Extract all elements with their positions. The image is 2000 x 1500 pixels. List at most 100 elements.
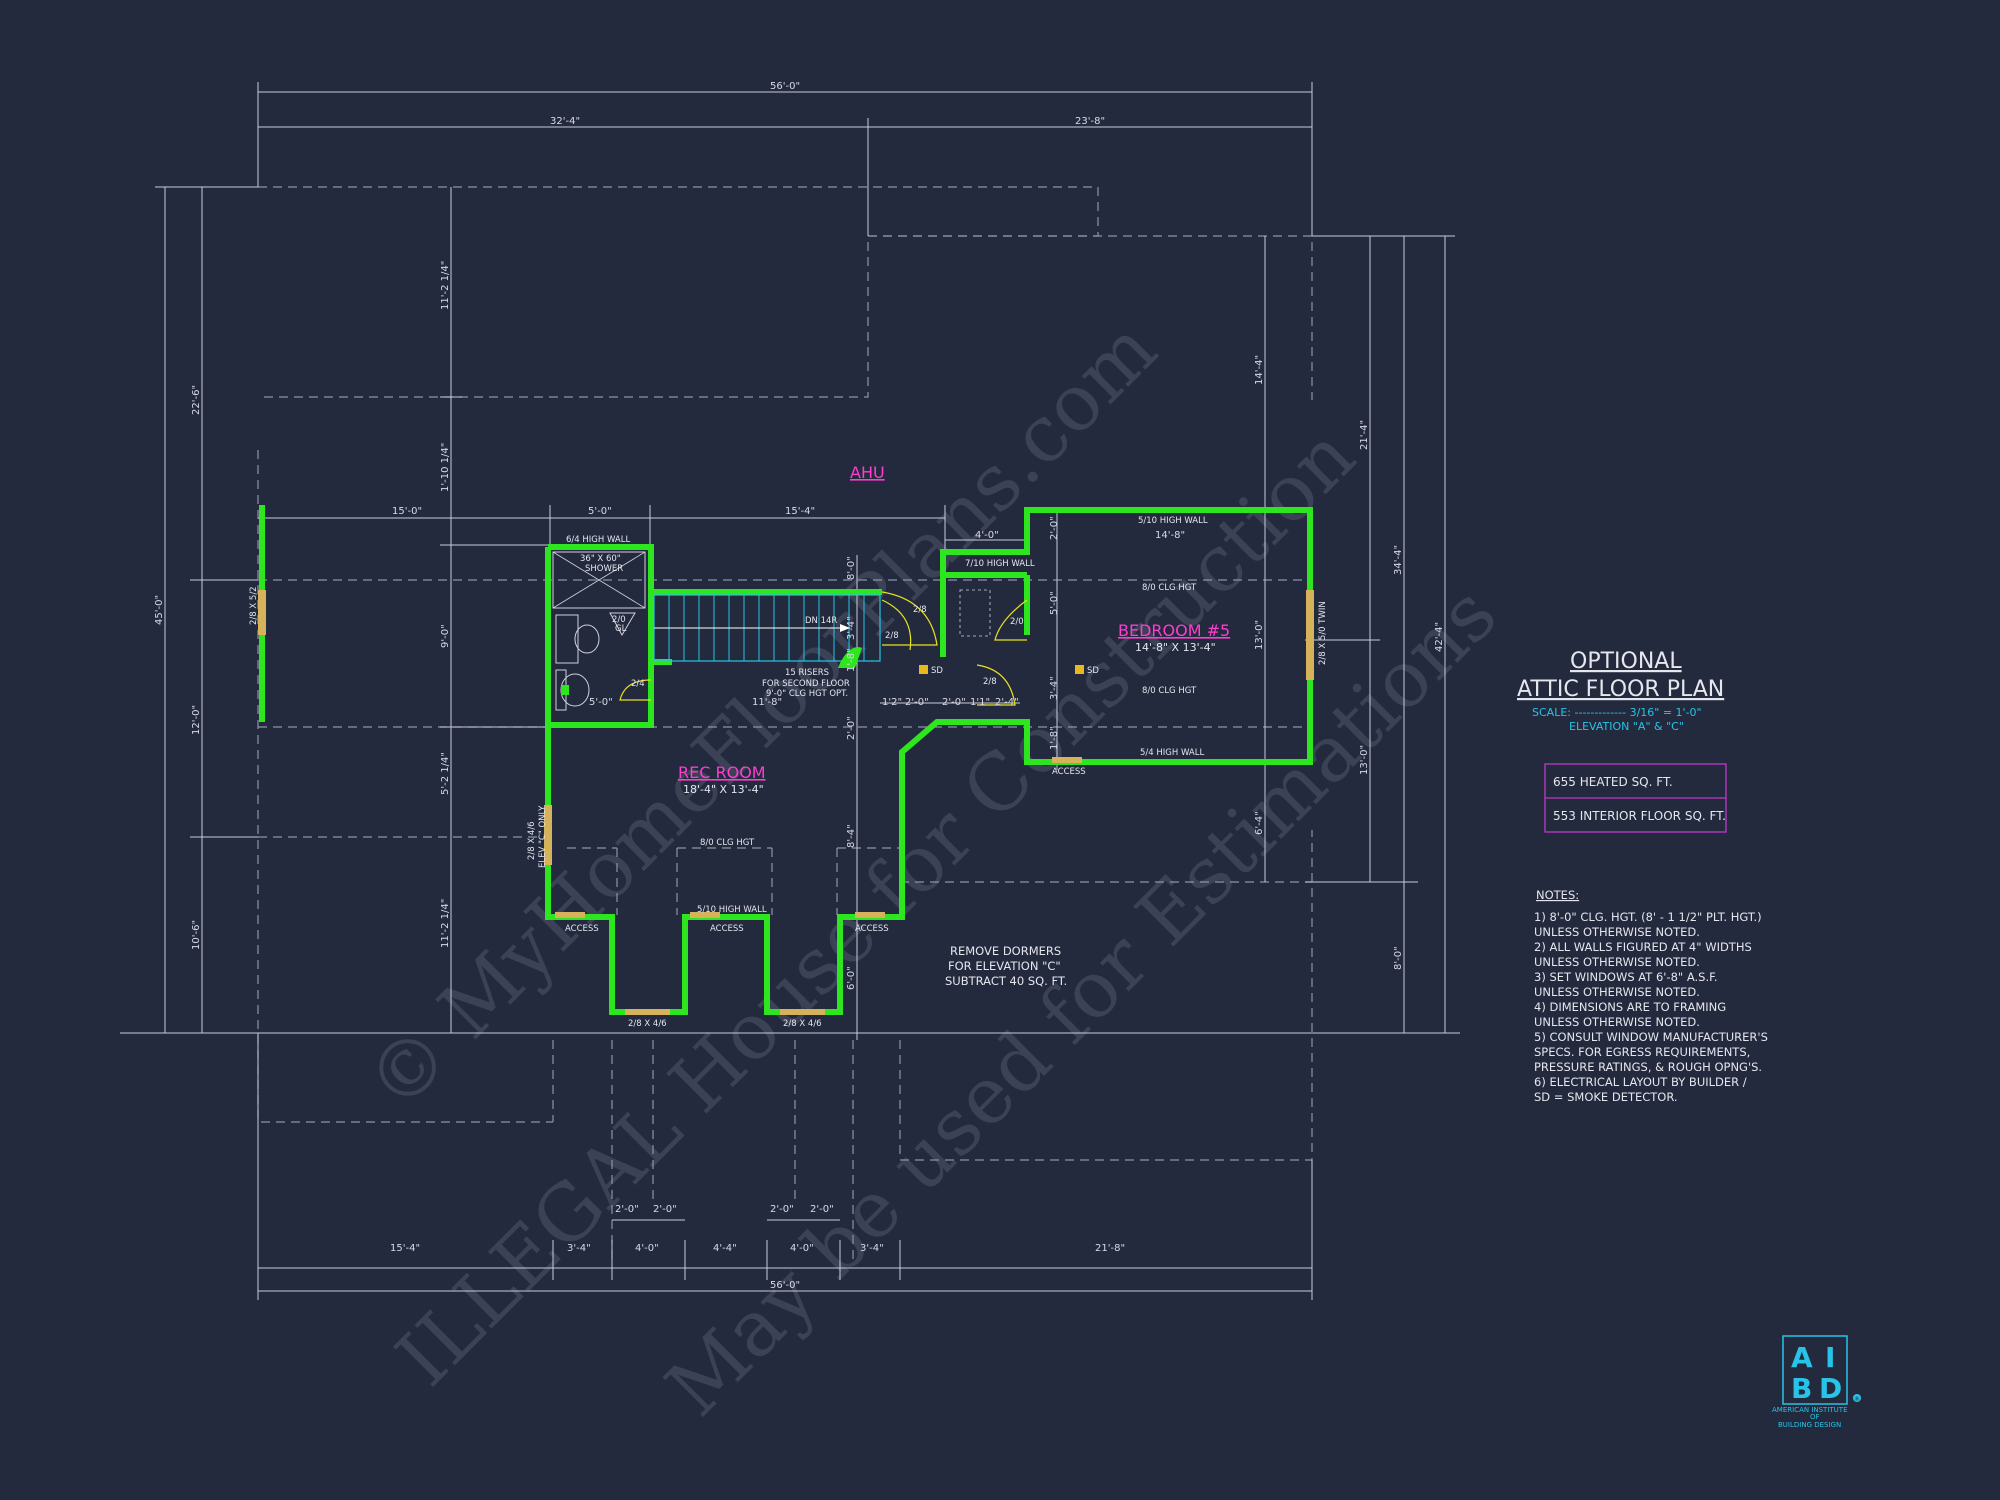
notes-heading: NOTES: <box>1536 888 1579 902</box>
clg-bed-1: 8/0 CLG HGT <box>1142 583 1197 593</box>
dimension-text: 56'-0" 32'-4" 23'-8" 15'-0" 5'-0" 15'-4"… <box>154 81 1445 1291</box>
dimension-lines <box>120 82 1460 1300</box>
notes-block: NOTES: 1) 8'-0" CLG. HGT. (8' - 1 1/2" P… <box>1534 888 1768 1104</box>
risers-label-3: 9'-0" CLG HGT OPT. <box>766 689 848 699</box>
door-label-28c: 2/8 <box>983 677 997 687</box>
remark-line-1: REMOVE DORMERS <box>950 944 1061 958</box>
access-3: ACCESS <box>855 924 889 934</box>
roof-outline <box>257 186 1313 1265</box>
dim-left-11-2a: 11'-2 1/4" <box>440 261 451 310</box>
risers-label-1: 15 RISERS <box>785 668 829 678</box>
shower-size-label: 36" X 60" <box>580 554 621 564</box>
note-line: UNLESS OTHERWISE NOTED. <box>1534 925 1700 939</box>
access-4: ACCESS <box>1052 767 1086 777</box>
elevation-text: ELEVATION "A" & "C" <box>1569 720 1684 733</box>
high-wall-54: 5/4 HIGH WALL <box>1140 748 1204 758</box>
access-2: ACCESS <box>710 924 744 934</box>
dim-right-6-4: 6'-4" <box>1254 811 1265 835</box>
dim-v-3-4: 3'-4" <box>1049 676 1060 700</box>
note-line: 2) ALL WALLS FIGURED AT 4" WIDTHS <box>1534 940 1752 954</box>
dim-right-14-4: 14'-4" <box>1254 355 1265 385</box>
dim-v-3-4b: 3'-4" <box>846 616 857 640</box>
bath-wall <box>548 544 654 728</box>
windows <box>258 590 1314 1015</box>
dim-bot-2-0d: 2'-0" <box>810 1204 834 1215</box>
dim-mid-5-0: 5'-0" <box>588 506 612 517</box>
dim-right-34-4: 34'-4" <box>1393 545 1404 575</box>
window-bed-label: 2/8 X 5/0 TWIN <box>1318 601 1328 665</box>
dim-hall-2-0b: 2'-0" <box>942 697 966 708</box>
door-label-24: 2/4 <box>631 679 645 689</box>
title-line-2: ATTIC FLOOR PLAN <box>1517 677 1724 702</box>
dim-hall-2-0a: 2'-0" <box>905 697 929 708</box>
glass-label-2: GL <box>615 624 627 634</box>
logo-d: D <box>1819 1372 1842 1405</box>
dim-v-8-0: 8'-0" <box>846 556 857 580</box>
dim-right-13-0: 13'-0" <box>1359 745 1370 775</box>
note-line: UNLESS OTHERWISE NOTED. <box>1534 985 1700 999</box>
note-line: SD = SMOKE DETECTOR. <box>1534 1090 1678 1104</box>
dim-bot-4-0b: 4'-0" <box>790 1243 814 1254</box>
logo-line-3: BUILDING DESIGN <box>1778 1421 1841 1429</box>
dim-bot-2-0b: 2'-0" <box>653 1204 677 1215</box>
dim-bot-21-8: 21'-8" <box>1095 1243 1125 1254</box>
clg-rec: 8/0 CLG HGT <box>700 838 755 848</box>
dim-v-2-0b: 2'-0" <box>846 716 857 740</box>
room-labels: AHU REC ROOM 18'-4" X 13'-4" BEDROOM #5 … <box>678 463 1230 796</box>
rec-room-size: 18'-4" X 13'-4" <box>683 783 764 796</box>
dormer-remark: REMOVE DORMERS FOR ELEVATION "C" SUBTRAC… <box>945 944 1067 988</box>
watermark-group: © MyHomeFloorPlans.com ILLEGAL House for… <box>350 304 1514 1433</box>
dim-v-2-0a: 2'-0" <box>1049 516 1060 540</box>
ahu-label: AHU <box>850 463 885 482</box>
dim-right-13-0b: 13'-0" <box>1254 620 1265 650</box>
stair-down-label: DN 14R <box>805 616 837 626</box>
shower-label: SHOWER <box>585 564 623 574</box>
dim-v-1-8: 1'-8" <box>1049 726 1060 750</box>
door-label-28b: 2/8 <box>885 631 899 641</box>
high-wall-510-rec: 5/10 HIGH WALL <box>697 905 767 915</box>
access-1: ACCESS <box>565 924 599 934</box>
sd-label-2: SD <box>1087 666 1099 676</box>
high-wall-710: 7/10 HIGH WALL <box>965 559 1035 569</box>
dim-mid-4-0: 4'-0" <box>975 530 999 541</box>
note-line: 3) SET WINDOWS AT 6'-8" A.S.F. <box>1534 970 1718 984</box>
logo-reg: ® <box>1854 1396 1860 1403</box>
dim-left-total: 45'-0" <box>154 595 165 625</box>
dim-mid-15-0: 15'-0" <box>392 506 422 517</box>
window-rec-label-2: ELEV "C" ONLY <box>538 805 548 868</box>
remark-line-3: SUBTRACT 40 SQ. FT. <box>945 974 1067 988</box>
dim-left-11-2b: 11'-2 1/4" <box>440 899 451 948</box>
note-line: SPECS. FOR EGRESS REQUIREMENTS, <box>1534 1045 1750 1059</box>
door-label-28a: 2/8 <box>913 605 927 615</box>
rec-room-name: REC ROOM <box>678 763 766 782</box>
interior-area: 553 INTERIOR FLOOR SQ. FT. <box>1553 809 1726 823</box>
plan-labels: 6/4 HIGH WALL 7/10 HIGH WALL 5/10 HIGH W… <box>249 516 1328 1029</box>
note-line: UNLESS OTHERWISE NOTED. <box>1534 1015 1700 1029</box>
window-left-label: 2/8 X 5/2 <box>249 586 259 625</box>
doors: 2/4 2/8 2/8 2/0 2/8 <box>619 589 1028 706</box>
bedroom-name: BEDROOM #5 <box>1118 621 1230 640</box>
remark-line-2: FOR ELEVATION "C" <box>948 959 1061 973</box>
dim-bot-total: 56'-0" <box>770 1280 800 1291</box>
dim-left-9-0: 9'-0" <box>440 624 451 648</box>
logo-i: I <box>1825 1341 1835 1374</box>
dim-top-right: 23'-8" <box>1075 116 1105 127</box>
note-line: 1) 8'-0" CLG. HGT. (8' - 1 1/2" PLT. HGT… <box>1534 910 1762 924</box>
note-line: UNLESS OTHERWISE NOTED. <box>1534 955 1700 969</box>
heated-area: 655 HEATED SQ. FT. <box>1553 775 1673 789</box>
dim-left-22-6: 22'-6" <box>191 385 202 415</box>
high-wall-510-bed: 5/10 HIGH WALL <box>1138 516 1208 526</box>
note-line: 4) DIMENSIONS ARE TO FRAMING <box>1534 1000 1726 1014</box>
dim-left-12-0: 12'-0" <box>191 705 202 735</box>
dim-bath-5-0: 5'-0" <box>589 697 613 708</box>
title-block: OPTIONAL ATTIC FLOOR PLAN SCALE: -------… <box>1517 649 1727 833</box>
scale-text: SCALE: ------------- 3/16" = 1'-0" <box>1532 706 1702 719</box>
dim-left-10-6: 10'-6" <box>191 920 202 950</box>
stairs: DN 14R 15 RISERS FOR SECOND FLOOR 9'-0" … <box>653 594 881 699</box>
logo-b: B <box>1791 1372 1812 1405</box>
logo-line-2: OF <box>1810 1413 1820 1421</box>
note-line: PRESSURE RATINGS, & ROUGH OPNG'S. <box>1534 1060 1762 1074</box>
dim-hall-12: 1'2" <box>882 697 902 708</box>
dim-top-left: 32'-4" <box>550 116 580 127</box>
